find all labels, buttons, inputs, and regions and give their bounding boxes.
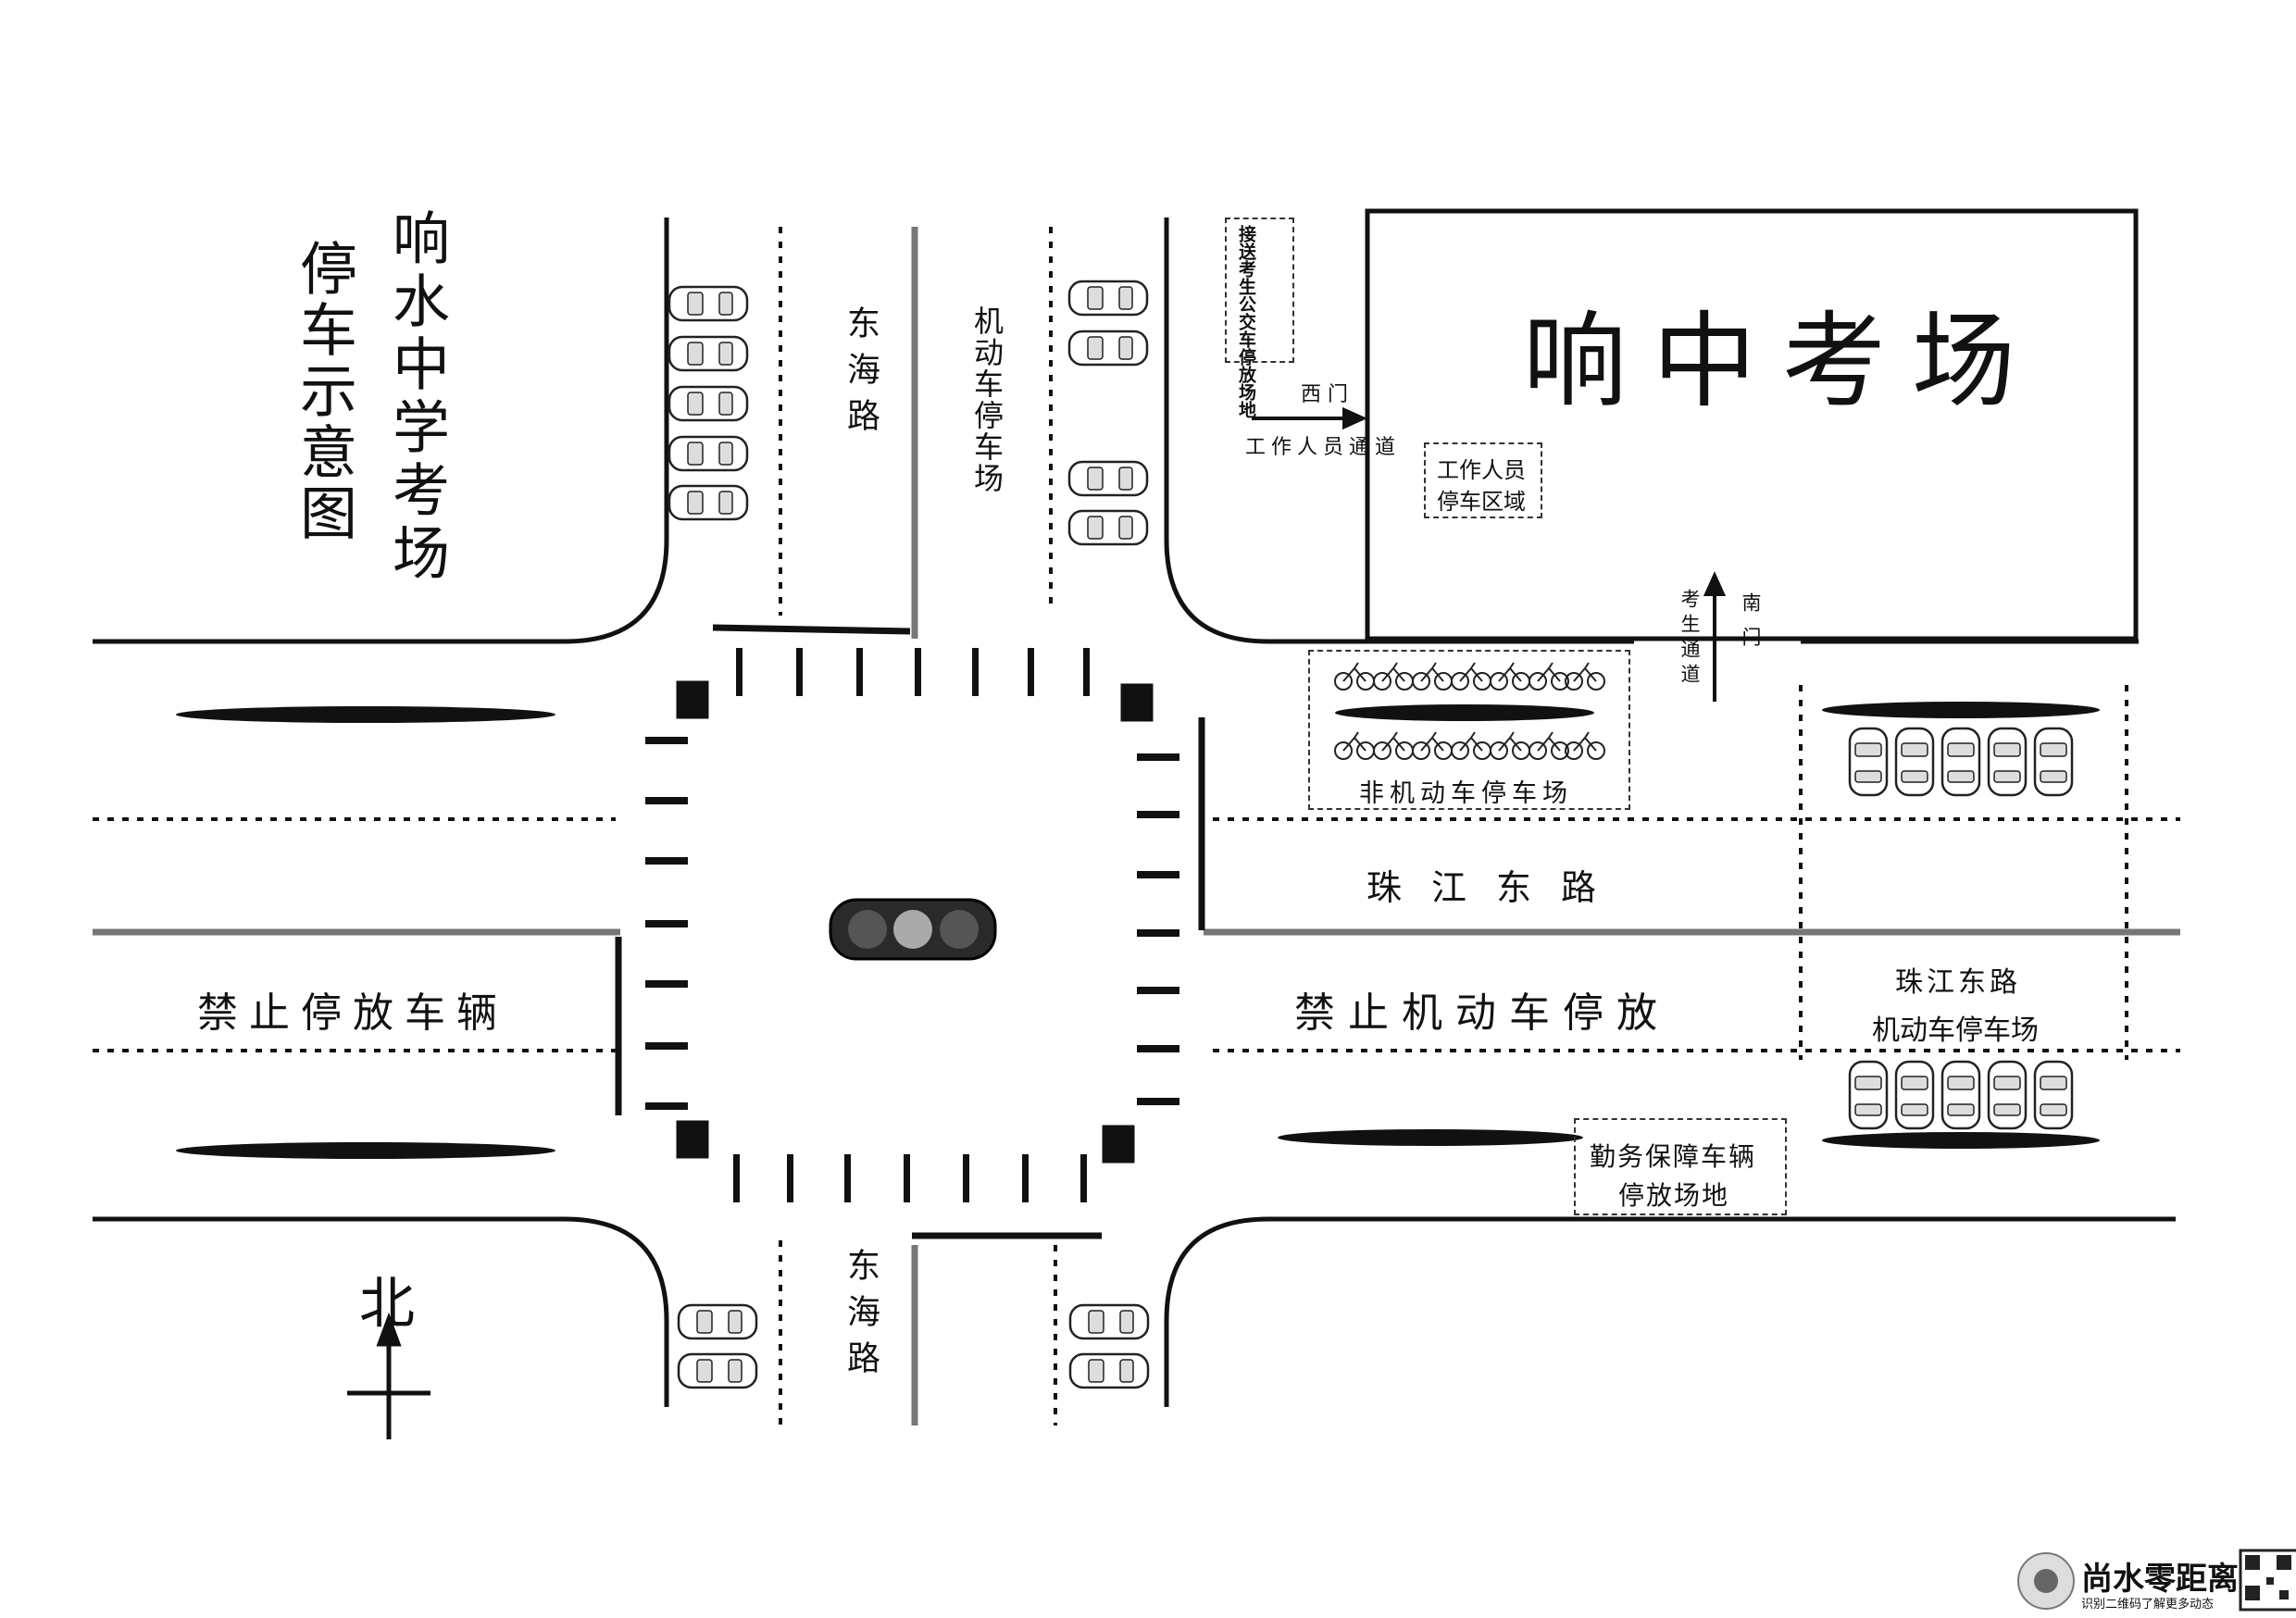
service-parking-line1: 勤务保障车辆 (1590, 1141, 1757, 1172)
car-icon (1894, 1060, 1935, 1130)
crosswalk-stripe (645, 857, 688, 865)
no-parking-west-label: 禁止停放车辆 (197, 989, 508, 1037)
zhujiang-parking-line1: 珠江东路 (1895, 966, 2021, 999)
no-motor-parking-east-label: 禁止机动车停放 (1294, 989, 1670, 1037)
road-edges (93, 218, 2176, 1407)
north-compass-icon (347, 1312, 430, 1439)
service-parking-line2: 停放场地 (1618, 1180, 1730, 1211)
crosswalk-stripe (1137, 929, 1179, 937)
crosswalk-stripe (645, 980, 688, 988)
car-icon (1940, 1060, 1981, 1130)
crosswalk-stripe (645, 1102, 688, 1110)
crosswalk-stripe (1137, 871, 1179, 878)
crosswalk-stripe (1137, 1098, 1179, 1105)
car-icon (668, 484, 749, 521)
crosswalk-stripe (1080, 1154, 1087, 1202)
car-icon (677, 1303, 758, 1340)
student-passage-label: 考生通道 (1678, 589, 1701, 689)
bus-parking-label: 接送考生公交车停放场地 (1236, 225, 1256, 418)
parked-cars-zhujiang-south (1848, 1060, 2074, 1130)
crosswalk-stripe (645, 920, 688, 927)
crosswalk-stripe (796, 648, 803, 696)
parked-cars-north-east (1067, 280, 1149, 546)
south-gate-label: 南门 (1740, 592, 1762, 661)
zhujiang-parking-line2: 机动车停车场 (1872, 1014, 2039, 1047)
car-icon (1067, 330, 1149, 367)
car-icon (668, 385, 749, 422)
car-icon (1068, 1303, 1150, 1340)
watermark-logo (2017, 1549, 2296, 1612)
motor-parking-north-label: 机动车停车场 (969, 305, 1004, 494)
parked-cars-zhujiang-north (1848, 727, 2074, 797)
traffic-signal (829, 898, 997, 961)
venue-name: 响中考场 (1523, 302, 2041, 422)
parked-cars-south-east (1068, 1303, 1150, 1389)
crosswalk-stripe (844, 1154, 851, 1202)
car-icon (1987, 1060, 2028, 1130)
staff-parking-line1: 工作人员 (1437, 457, 1526, 483)
car-icon (1848, 727, 1889, 797)
car-icon (1848, 1060, 1889, 1130)
west-gate-label: 西 门 (1301, 383, 1348, 406)
car-icon (1067, 460, 1149, 497)
car-icon (668, 285, 749, 322)
car-icon (2033, 1060, 2074, 1130)
service-parking-box (1574, 1118, 1787, 1215)
median-strips (176, 702, 2100, 1159)
non-motor-parking-box (1308, 650, 1630, 810)
parked-cars-south-west (677, 1303, 758, 1389)
car-icon (668, 435, 749, 472)
car-icon (1067, 280, 1149, 317)
road-name-zhujiang: 珠江东路 (1366, 867, 1627, 908)
crosswalk-stripe (736, 648, 742, 696)
car-icon (1067, 509, 1149, 546)
car-icon (2033, 727, 2074, 797)
map-title-line1: 响水中学考场 (382, 208, 450, 586)
crosswalk-stripe (1083, 648, 1090, 696)
corner-marks (676, 680, 1154, 1164)
crosswalk-stripe (972, 648, 979, 696)
map-title-line2: 停车示意图 (290, 239, 357, 544)
crosswalk-stripe (645, 797, 688, 804)
crosswalk-stripe (1028, 648, 1034, 696)
crosswalk-stripe (1137, 1045, 1179, 1052)
crosswalk-stripe (733, 1154, 740, 1202)
stop-lines (615, 624, 1205, 1239)
crosswalk-stripe (1137, 753, 1179, 761)
staff-passage-label: 工作人员通道 (1245, 436, 1402, 459)
crosswalk-stripe (915, 648, 921, 696)
crosswalk-stripe (1137, 811, 1179, 818)
car-icon (677, 1352, 758, 1389)
non-motor-parking-label: 非机动车停车场 (1359, 779, 1573, 808)
crosswalk-stripe (645, 737, 688, 744)
crosswalk-stripe (787, 1154, 793, 1202)
car-icon (1894, 727, 1935, 797)
watermark-sub: 识别二维码了解更多动态 (2081, 1598, 2215, 1612)
watermark-brand: 尚水零距离 (2081, 1561, 2239, 1598)
crosswalk-stripe (904, 1154, 910, 1202)
road-name-donghai-north: 东海路 (842, 305, 880, 444)
crosswalk-stripe (963, 1154, 969, 1202)
crosswalk-stripe (1022, 1154, 1029, 1202)
crosswalk-stripe (1137, 987, 1179, 994)
staff-parking-line2: 停车区域 (1437, 489, 1526, 515)
lane-markings (93, 227, 2180, 1425)
exam-venue-building (1365, 208, 2139, 641)
car-icon (1068, 1352, 1150, 1389)
crosswalk-stripe (856, 648, 863, 696)
staff-parking-box (1424, 442, 1542, 518)
car-icon (668, 335, 749, 372)
south-gate-arrow (1703, 571, 1727, 702)
road-name-donghai-south: 东海路 (842, 1248, 880, 1387)
car-icon (1987, 727, 2028, 797)
parked-cars-north-west (668, 285, 749, 521)
west-gate-arrow (1252, 406, 1367, 430)
north-label: 北 (359, 1272, 415, 1337)
bus-parking-box (1225, 218, 1294, 363)
crosswalk-stripe (645, 1042, 688, 1050)
car-icon (1940, 727, 1981, 797)
crosswalks (645, 648, 1179, 1202)
